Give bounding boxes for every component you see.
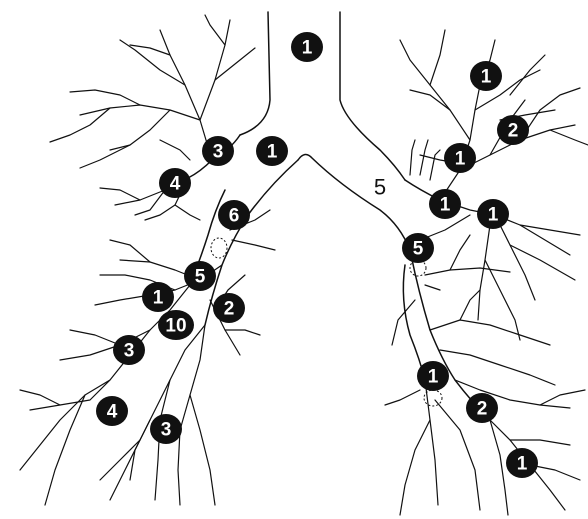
trachea-outline (240, 12, 410, 250)
marker-text: 1 (517, 454, 528, 475)
marker-left-upper-b: 3 (202, 136, 234, 166)
marker-right-main-b: 1 (477, 199, 509, 229)
marker-text: 1 (488, 205, 499, 226)
marker-left-lower-b: 2 (213, 293, 245, 323)
marker-text: 5 (374, 175, 386, 200)
marker-left-lower-f: 3 (150, 414, 182, 444)
marker-text: 1 (302, 38, 313, 59)
marker-right-main-c: 5 (402, 233, 434, 263)
marker-left-main-b: 5 (184, 261, 216, 291)
marker-left-lower-d: 3 (113, 335, 145, 365)
marker-text: 1 (440, 195, 451, 216)
marker-right-upper-b: 2 (497, 115, 529, 145)
marker-text: 2 (224, 299, 235, 320)
marker-text: 1 (153, 288, 164, 309)
marker-text: 4 (107, 402, 118, 423)
marker-text: 1 (267, 142, 278, 163)
marker-text: 1 (455, 149, 466, 170)
left-upper-branches (50, 15, 255, 220)
marker-left-lower-c: 10 (158, 310, 194, 340)
marker-left-lower-e: 4 (96, 396, 128, 426)
marker-text: 5 (413, 239, 424, 260)
marker-text: 1 (481, 67, 492, 88)
marker-left-upper-c: 4 (159, 168, 191, 198)
dotted-ring-left (211, 238, 227, 258)
marker-text: 3 (213, 142, 224, 163)
marker-right-main-plain: 5 (374, 175, 386, 200)
left-main-bronchus (188, 135, 298, 325)
marker-text: 10 (165, 316, 186, 337)
marker-right-lower-c: 1 (506, 448, 538, 478)
marker-right-lower-b: 2 (466, 393, 498, 423)
marker-left-upper-a: 1 (256, 136, 288, 166)
marker-right-upper-c: 1 (444, 143, 476, 173)
marker-text: 1 (428, 367, 439, 388)
marker-left-lower-a: 1 (142, 282, 174, 312)
marker-left-main-a: 6 (218, 200, 250, 230)
marker-text: 3 (161, 420, 172, 441)
left-lower-branches (20, 210, 275, 505)
marker-right-upper-a: 1 (470, 61, 502, 91)
marker-right-main-a: 1 (429, 189, 461, 219)
marker-trachea: 1 (291, 32, 323, 62)
marker-text: 6 (229, 206, 240, 227)
marker-text: 2 (477, 399, 488, 420)
marker-right-lower-a: 1 (417, 361, 449, 391)
marker-text: 4 (170, 174, 181, 195)
right-upper-branches (400, 30, 588, 200)
marker-text: 5 (195, 267, 206, 288)
marker-text: 3 (124, 341, 135, 362)
marker-text: 2 (508, 121, 519, 142)
